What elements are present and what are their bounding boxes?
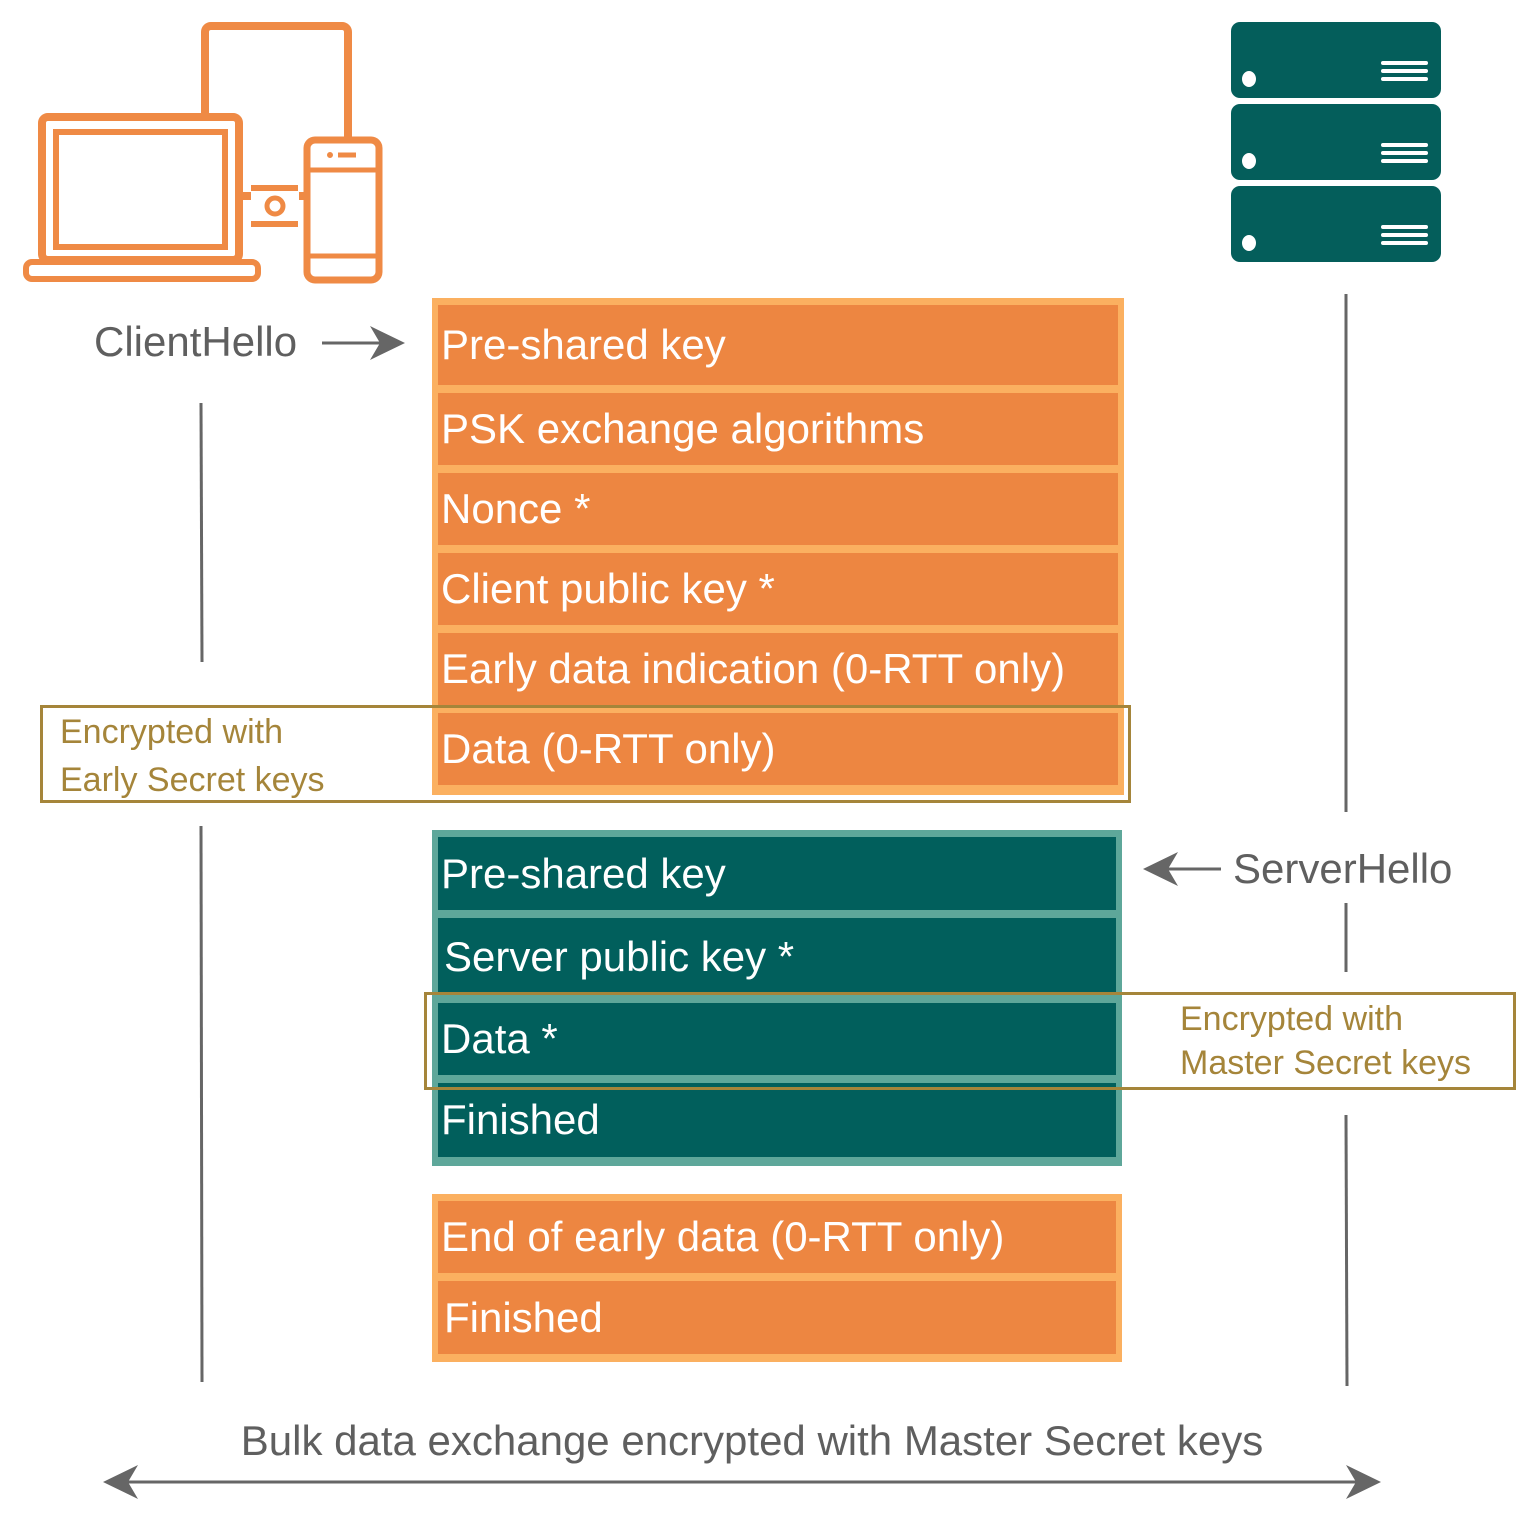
- client-hello-field: PSK exchange algorithms: [438, 393, 1118, 465]
- client-hello-field: Data (0-RTT only): [438, 713, 1118, 785]
- client-hello-field: Early data indication (0-RTT only): [438, 633, 1118, 705]
- client-finished-field: Finished: [438, 1281, 1116, 1354]
- server-hello-message: Pre-shared key Server public key * Data …: [432, 830, 1122, 1166]
- master-secret-encryption-note: Encrypted with Master Secret keys: [1180, 997, 1471, 1085]
- client-finished-field: End of early data (0-RTT only): [438, 1201, 1116, 1273]
- client-hello-field: Pre-shared key: [438, 305, 1118, 385]
- server-hello-field: Finished: [438, 1083, 1116, 1157]
- bulk-exchange-label: Bulk data exchange encrypted with Master…: [240, 1417, 1264, 1464]
- encryption-note-line: Master Secret keys: [1180, 1044, 1471, 1083]
- server-lifeline: [1344, 1114, 1349, 1387]
- early-secret-encryption-box: [40, 705, 1131, 803]
- client-lifeline: [199, 402, 204, 663]
- client-hello-message: Pre-shared key PSK exchange algorithms N…: [432, 298, 1124, 795]
- encryption-note-line: Encrypted with: [1180, 1000, 1403, 1038]
- encryption-note-line: Early Secret keys: [60, 760, 325, 799]
- server-rack-icon: [1231, 22, 1441, 262]
- client-hello-label: ClientHello: [94, 318, 298, 365]
- client-hello-field: Nonce *: [438, 473, 1118, 545]
- server-hello-field: Server public key *: [438, 918, 1116, 995]
- client-hello-field: Client public key *: [438, 553, 1118, 625]
- client-finished-message: End of early data (0-RTT only) Finished: [432, 1194, 1122, 1362]
- server-hello-label: ServerHello: [1233, 845, 1453, 892]
- server-hello-field: Pre-shared key: [438, 837, 1116, 910]
- client-lifeline: [199, 825, 204, 1383]
- server-hello-arrow: [1143, 852, 1221, 886]
- master-secret-encryption-box: [424, 992, 1516, 1090]
- devices-icon: [23, 22, 383, 284]
- server-hello-field: Data *: [438, 1003, 1116, 1075]
- bulk-exchange-arrow: [103, 1465, 1381, 1499]
- encryption-note-line: Encrypted with: [60, 713, 283, 751]
- early-secret-encryption-note: Encrypted with Early Secret keys: [60, 709, 325, 804]
- client-hello-arrow: [322, 326, 405, 360]
